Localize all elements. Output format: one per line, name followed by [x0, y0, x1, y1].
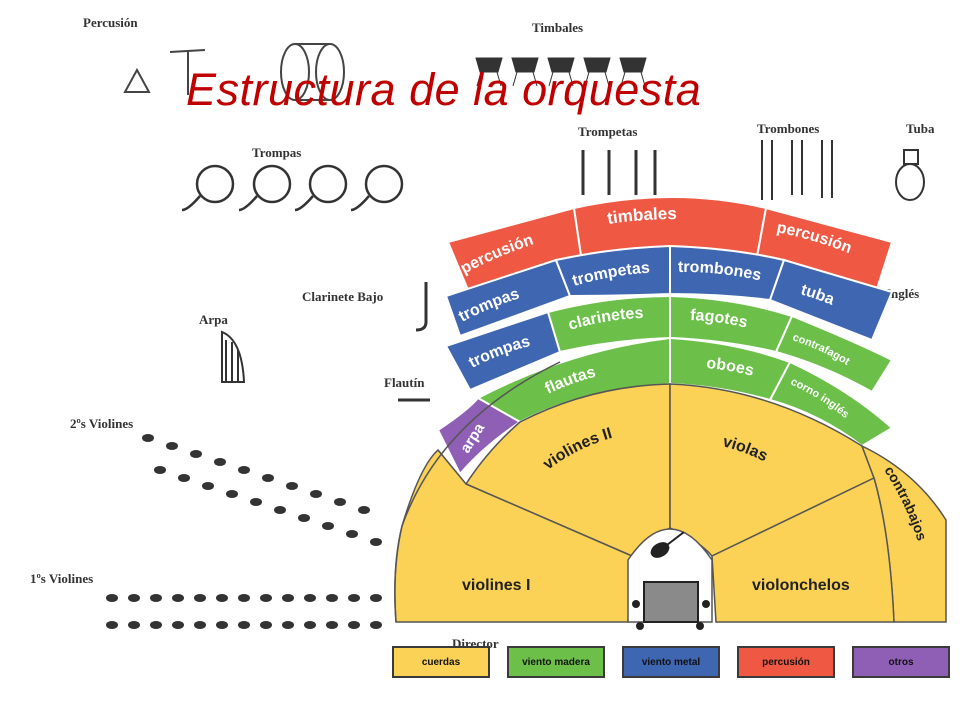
legend-label-viento-madera: viento madera: [522, 656, 590, 668]
section-tuba: [768, 258, 894, 342]
label-percusion: Percusión: [83, 15, 138, 30]
legend-cuerdas: cuerdas: [392, 646, 490, 678]
legend-label-percusion: percusión: [762, 656, 810, 668]
legend-label-cuerdas: cuerdas: [421, 656, 461, 668]
legend-label-viento-metal: viento metal: [641, 656, 701, 668]
podium-icon: [643, 581, 699, 623]
label-arpa: Arpa: [199, 312, 228, 327]
legend: cuerdas viento madera viento metal percu…: [392, 646, 952, 686]
cello-icon: [650, 531, 685, 558]
label-section-violines-i: violines I: [462, 577, 530, 594]
slide-title: Estructura de la orquesta: [186, 64, 702, 115]
cymbal-icon: [169, 49, 206, 95]
label-timbales: Timbales: [532, 20, 584, 35]
section-violonchelos: [711, 476, 895, 623]
trombone-icon: [761, 140, 833, 200]
legend-otros: otros: [852, 646, 950, 678]
timpani-icon: [475, 57, 647, 87]
bass-clarinet-icon: [415, 282, 428, 332]
label-trompetas: Trompetas: [578, 124, 638, 139]
violin-icon: [142, 434, 382, 546]
trumpet-icon: [581, 150, 657, 195]
label-violines1: 1ºs Violines: [30, 571, 94, 586]
label-tuba: Tuba: [906, 121, 935, 136]
triangle-icon: [123, 67, 151, 93]
label-violines2: 2ºs Violines: [70, 416, 134, 431]
legend-label-otros: otros: [888, 656, 914, 668]
french-horn-icon: [181, 164, 404, 212]
tuba-icon: [895, 149, 925, 201]
label-ingles: Inglés: [886, 286, 920, 301]
label-trombones: Trombones: [757, 121, 820, 136]
legend-percusion: percusión: [737, 646, 835, 678]
label-flautin: Flautín: [384, 375, 425, 390]
legend-viento-madera: viento madera: [507, 646, 605, 678]
label-section-violonchelos: violonchelos: [752, 577, 850, 594]
label-trompas: Trompas: [252, 145, 302, 160]
label-clarinete-bajo: Clarinete Bajo: [302, 289, 384, 304]
section-contrafagot: [774, 314, 894, 394]
label-section-timbales: timbales: [606, 204, 677, 228]
harp-icon: [221, 330, 246, 383]
svg-text:timbales: timbales: [606, 204, 677, 228]
section-corno-ingles: [768, 360, 894, 448]
bass-drum-icon: [280, 43, 345, 101]
legend-viento-metal: viento metal: [622, 646, 720, 678]
